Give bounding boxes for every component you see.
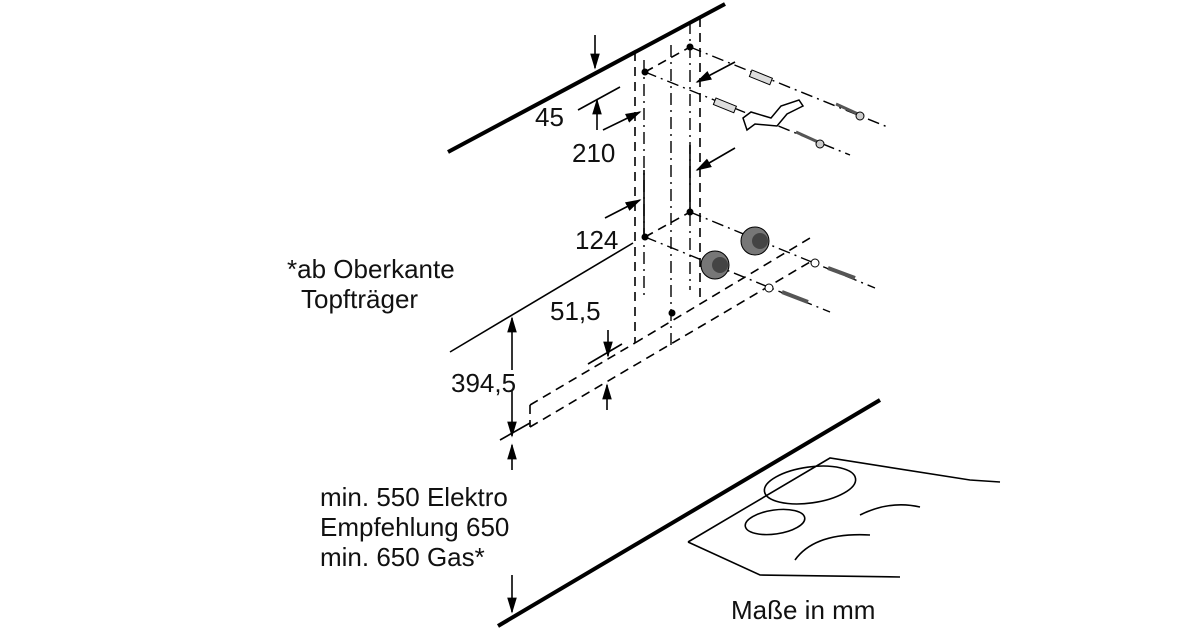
recommended-distance: Empfehlung 650 [320,512,509,542]
ceiling-edge [447,2,726,154]
min-distance-gas: min. 650 Gas* [320,542,485,572]
dimension-124: 124 [575,225,618,255]
reference-note-line2: Topfträger [301,284,418,314]
hood-bottom-edge [449,242,634,353]
worktop-edge [496,398,882,628]
reference-note-line1: *ab Oberkante [287,254,455,284]
dimension-45: 45 [535,102,564,132]
units-note: Maße in mm [731,595,875,625]
wall-bracket-icon [712,69,865,149]
chimney-guides [529,18,811,428]
cooktop-icon [687,457,1001,578]
fixing-axes [644,46,891,313]
dimension-394-5: 394,5 [451,368,516,398]
wall-plug-icon [700,226,856,304]
min-distance-electric: min. 550 Elektro [320,482,508,512]
dimension-arrows [499,35,736,614]
dimension-51-5: 51,5 [550,296,601,326]
drill-points [641,43,694,317]
dimension-210: 210 [572,138,615,168]
